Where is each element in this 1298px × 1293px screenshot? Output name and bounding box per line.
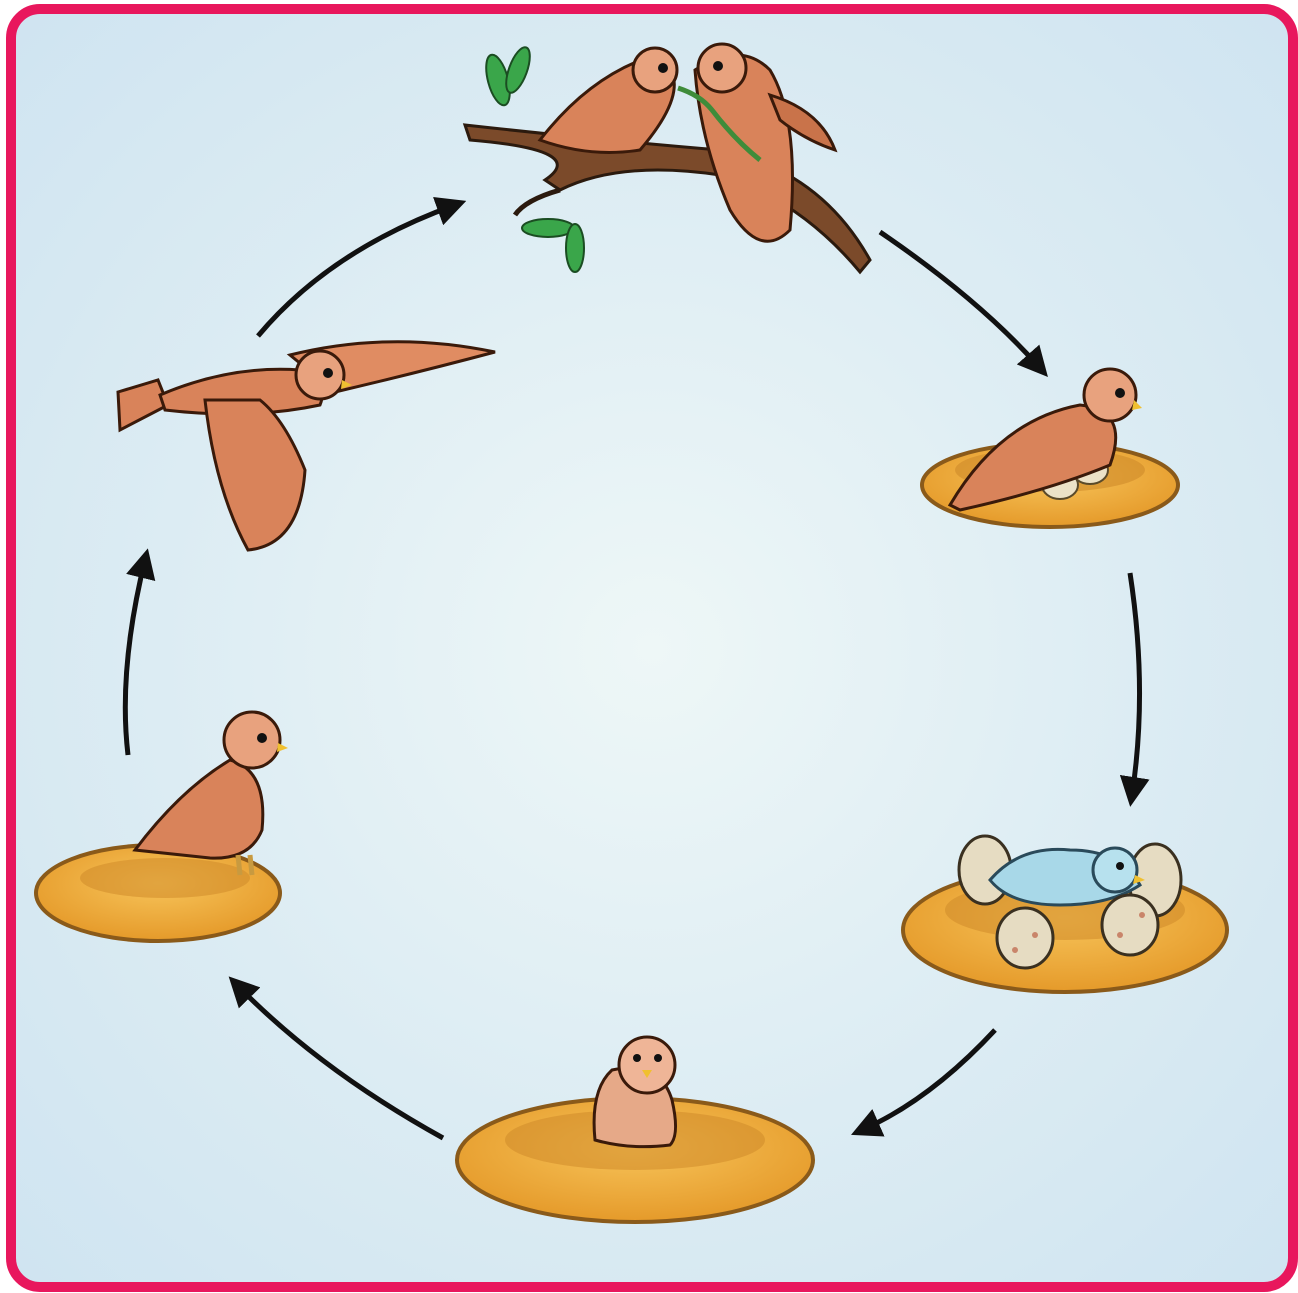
arrow-6 [125, 560, 145, 755]
arrow-2 [880, 232, 1040, 368]
stage-nestling [457, 1037, 813, 1222]
arrow-3 [1130, 573, 1140, 795]
stage-adult-on-eggs [922, 369, 1178, 527]
arrow-5 [237, 985, 443, 1138]
cycle-arrows [125, 205, 1139, 1138]
stage-fledgling [36, 712, 288, 941]
arrow-1 [258, 205, 455, 336]
stage-hatching [903, 836, 1227, 992]
arrow-4 [862, 1030, 995, 1130]
stage-flying [118, 342, 495, 550]
stage-adult-pair-branch [465, 44, 870, 272]
